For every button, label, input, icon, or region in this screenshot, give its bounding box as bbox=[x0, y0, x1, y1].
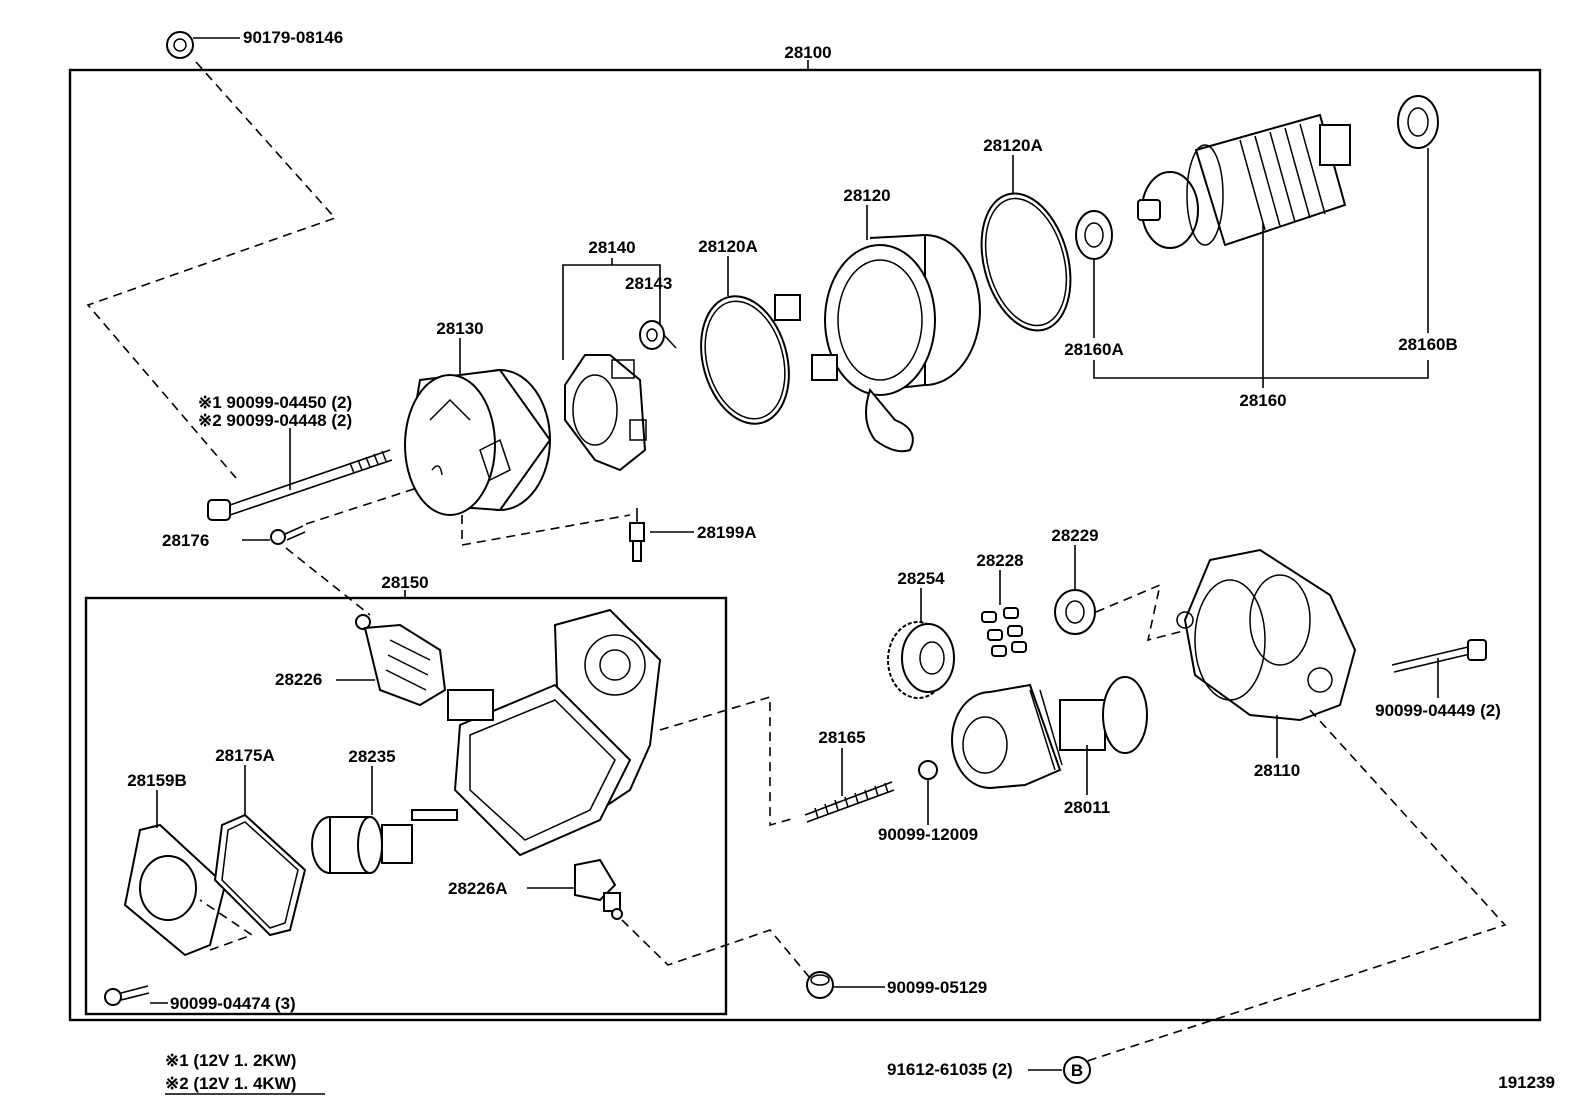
assembly-number: 28100 bbox=[784, 43, 831, 62]
assembly-frame bbox=[68, 68, 1542, 1022]
roller-part[interactable] bbox=[981, 607, 1027, 657]
label-brush-holder: 28140 bbox=[588, 238, 635, 257]
label-through-bolt-1: ※1 90099-04450 (2) bbox=[198, 393, 352, 412]
figure-number: 191239 bbox=[1498, 1073, 1555, 1092]
label-terminal-kit: 28226 bbox=[275, 670, 322, 689]
through-bolt-part[interactable] bbox=[207, 449, 393, 521]
brush-spring-part[interactable] bbox=[639, 320, 677, 350]
o-ring-left-part[interactable] bbox=[688, 286, 803, 433]
housing-part[interactable] bbox=[1176, 548, 1357, 722]
nut-bottom-part[interactable] bbox=[806, 971, 834, 999]
screw-cover-part[interactable] bbox=[104, 985, 150, 1006]
label-retainer: 28229 bbox=[1051, 526, 1098, 545]
idler-gear-part[interactable] bbox=[887, 621, 955, 699]
label-terminal-kit-a: 28226A bbox=[448, 879, 508, 898]
magnetic-switch-part[interactable] bbox=[447, 608, 662, 857]
label-through-bolt-2: ※2 90099-04448 (2) bbox=[198, 411, 352, 430]
label-housing: 28110 bbox=[1254, 761, 1300, 780]
bolt-right-part[interactable] bbox=[1391, 639, 1487, 673]
label-roller: 28228 bbox=[976, 551, 1023, 570]
note-2: ※2 (12V 1. 4KW) bbox=[165, 1074, 296, 1093]
armature-part[interactable] bbox=[1137, 113, 1351, 249]
ref-b-marker: B bbox=[1063, 1056, 1091, 1084]
label-nut-top: 90179-08146 bbox=[243, 28, 343, 47]
bearing-a-part[interactable] bbox=[1075, 210, 1113, 260]
label-brush-spring: 28143 bbox=[625, 274, 672, 293]
ball-part[interactable] bbox=[918, 760, 938, 780]
label-clutch: 28011 bbox=[1064, 798, 1110, 817]
yoke-part[interactable] bbox=[774, 233, 981, 453]
end-frame-part[interactable] bbox=[404, 368, 552, 516]
label-terminal: 28199A bbox=[697, 523, 757, 542]
label-bearing-b: 28160B bbox=[1398, 335, 1458, 354]
label-plunger: 28235 bbox=[348, 747, 395, 766]
svg-text:B: B bbox=[1071, 1061, 1083, 1080]
retainer-part[interactable] bbox=[1054, 589, 1096, 635]
brush-holder-part[interactable] bbox=[564, 354, 647, 472]
label-cover: 28159B bbox=[127, 771, 187, 790]
label-o-ring-right: 28120A bbox=[983, 136, 1043, 155]
nut-top-part[interactable] bbox=[166, 31, 194, 59]
label-bolt-right: 90099-04449 (2) bbox=[1375, 701, 1501, 720]
label-ball: 90099-12009 bbox=[878, 825, 978, 844]
label-screw-28176: 28176 bbox=[162, 531, 209, 550]
spring-part[interactable] bbox=[804, 781, 895, 823]
terminal-kit-part[interactable] bbox=[355, 614, 447, 707]
bearing-b-part[interactable] bbox=[1397, 95, 1439, 149]
label-nut-bottom: 90099-05129 bbox=[887, 978, 987, 997]
label-bearing-a: 28160A bbox=[1064, 340, 1124, 359]
label-o-ring-left: 28120A bbox=[698, 237, 758, 256]
plunger-part[interactable] bbox=[311, 809, 458, 874]
label-armature: 28160 bbox=[1239, 391, 1286, 410]
subassembly-frame bbox=[84, 596, 728, 1016]
label-screw-cover: 90099-04474 (3) bbox=[170, 994, 296, 1013]
cover-part[interactable] bbox=[123, 823, 227, 957]
label-idler-gear: 28254 bbox=[897, 569, 945, 588]
screw-28176-part[interactable] bbox=[270, 525, 306, 545]
clutch-part[interactable] bbox=[951, 676, 1148, 789]
label-spring: 28165 bbox=[818, 728, 865, 747]
note-1: ※1 (12V 1. 2KW) bbox=[165, 1051, 296, 1070]
label-yoke: 28120 bbox=[843, 186, 890, 205]
terminal-kit-a-part[interactable] bbox=[574, 858, 623, 920]
terminal-28199a-part[interactable] bbox=[629, 508, 645, 562]
label-bolt-b: 91612-61035 (2) bbox=[887, 1060, 1013, 1079]
label-end-frame: 28130 bbox=[436, 319, 483, 338]
gasket-part[interactable] bbox=[213, 813, 307, 937]
label-gasket: 28175A bbox=[215, 746, 275, 765]
subassembly-number: 28150 bbox=[381, 573, 428, 592]
o-ring-right-part[interactable] bbox=[967, 184, 1084, 341]
